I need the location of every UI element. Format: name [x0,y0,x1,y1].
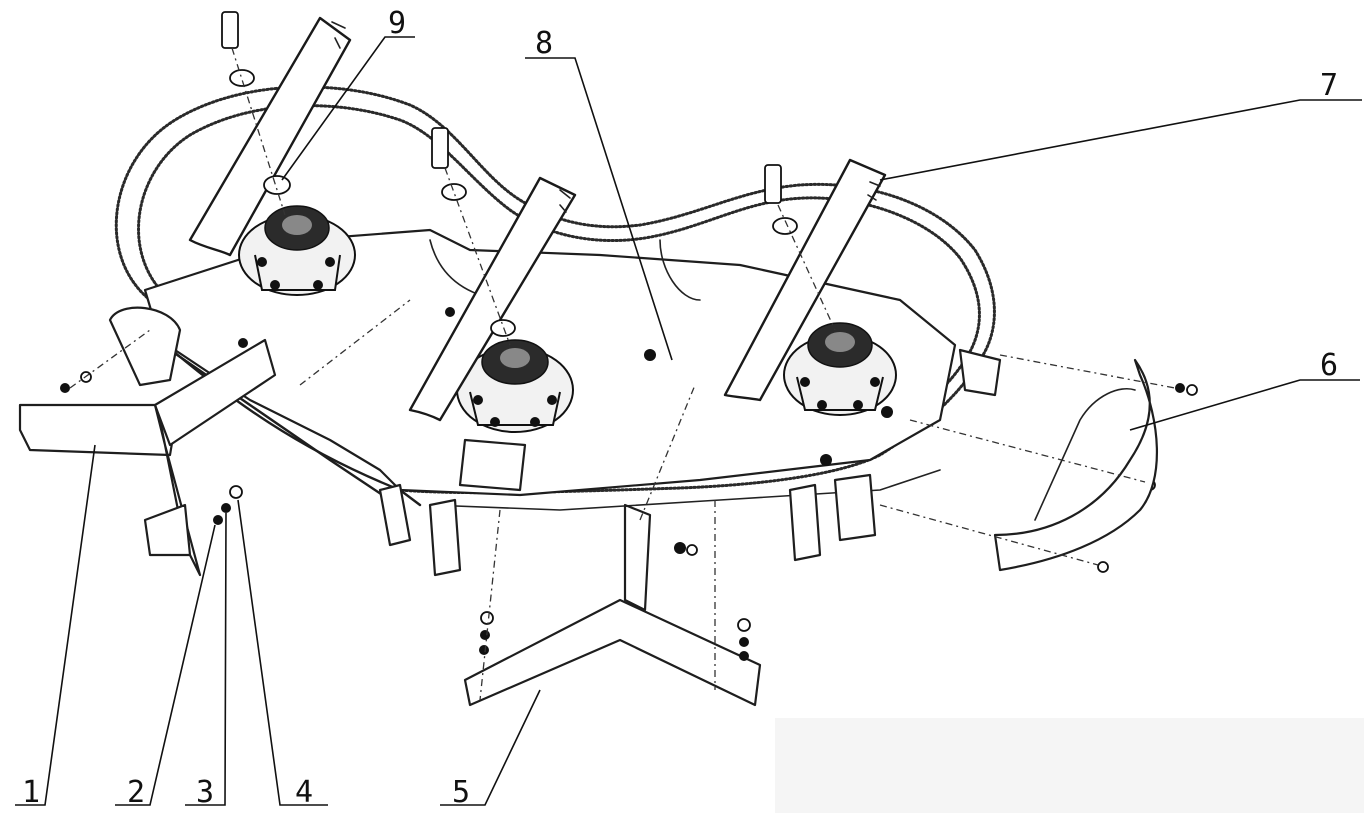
deck-rim-inner [137,104,981,449]
callout-7-label: 7 [1320,68,1338,103]
callout-6-label: 6 [1320,348,1338,383]
parts-2-3-4-fasteners [213,485,243,525]
blade-bolt-center [431,127,516,346]
callout-3: 3 [185,512,227,810]
spindle-hub-left [238,205,356,296]
part-5-front-bracket [463,500,762,707]
callout-1-label: 1 [22,775,40,810]
callout-8-label: 8 [535,26,553,61]
part-6-side-deflector [879,354,1176,572]
deck-mount-tab-3 [788,483,822,562]
blade-left [188,16,352,257]
callout-4: 4 [237,499,328,810]
callout-2: 2 [115,524,216,810]
deck-front-bracket [458,438,527,492]
blade-bolt-right [764,164,836,331]
deck-rear-guard-right [958,348,1002,397]
callout-6: 6 [1129,348,1360,431]
center-line-8 [639,384,696,521]
callout-7: 7 [879,68,1362,181]
blade-bolt-left [221,11,291,216]
deck-divider-right [659,239,701,301]
callout-4-label: 4 [295,775,313,810]
deck-mount-tab-2 [428,498,462,577]
spindle-hub-center [456,339,574,433]
deck-mount-tab-4 [833,473,877,542]
callout-9-label: 9 [388,6,406,41]
callout-2-label: 2 [127,775,145,810]
callout-3-label: 3 [196,775,214,810]
scan-noise [775,718,1364,813]
blade-right [723,158,887,402]
callout-8: 8 [525,26,673,361]
spindle-hub-right [783,322,897,416]
center-line-front [299,299,411,386]
deck-skirt-lower [429,469,941,511]
callout-5-label: 5 [452,775,470,810]
callout-5: 5 [440,689,541,810]
callout-1: 1 [15,444,96,810]
deck-mount-tab-1 [378,483,412,547]
deck-rear-guard-left [108,306,182,387]
callout-9: 9 [281,6,415,181]
part-1-rear-bracket [18,329,277,577]
